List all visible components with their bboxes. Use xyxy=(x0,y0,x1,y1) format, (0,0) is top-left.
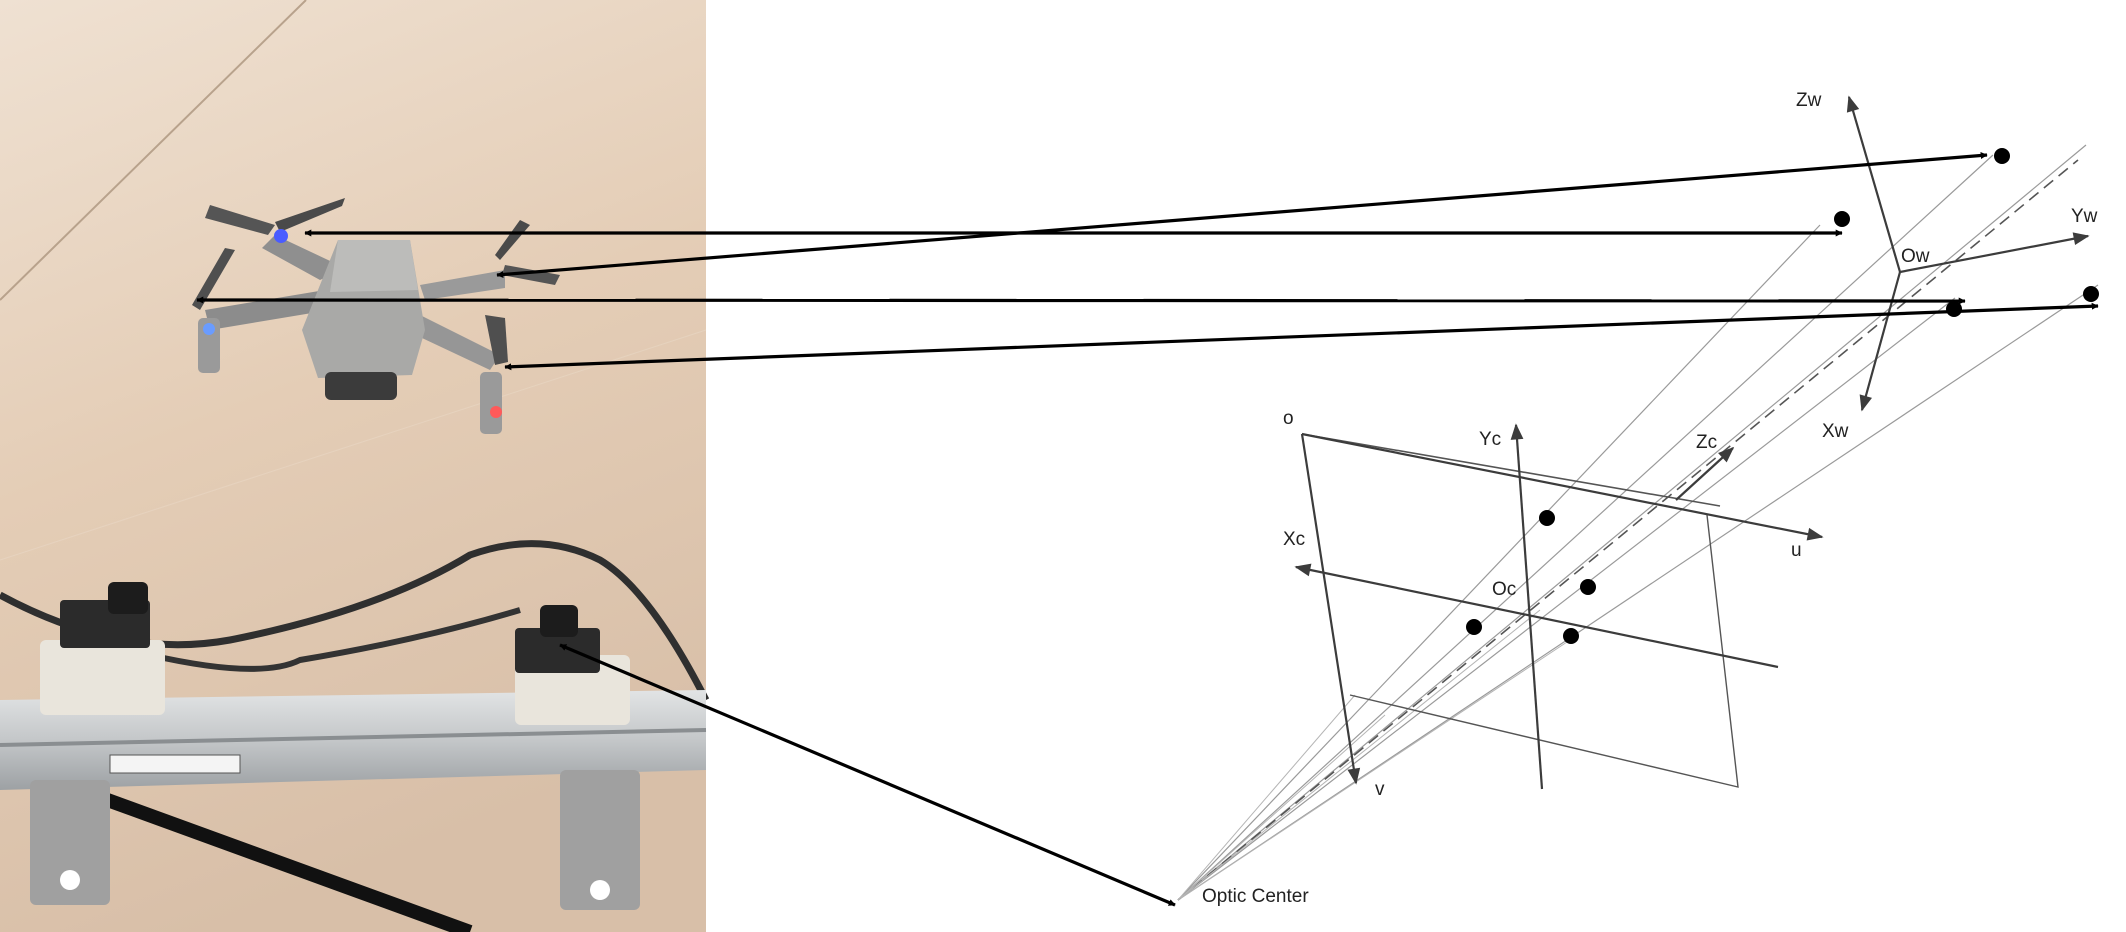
image-point xyxy=(1580,579,1596,595)
drone-leg-rear-right xyxy=(480,372,502,434)
camera-cable xyxy=(149,607,521,672)
label-xc: Xc xyxy=(1283,529,1305,550)
label-u-axis: u xyxy=(1791,540,1802,561)
rig-foot-left xyxy=(30,780,110,905)
propeller-front-left-blade xyxy=(275,198,345,232)
correspondence-arrow xyxy=(496,152,1988,278)
propeller-rear-left-blade xyxy=(192,248,235,310)
rig-foot-hole xyxy=(590,880,610,900)
drone-gimbal xyxy=(325,372,397,400)
drone-led-blue xyxy=(203,323,215,335)
image-plane-edge xyxy=(1349,514,1739,788)
rail-label-sticker xyxy=(109,754,241,774)
xc-axis xyxy=(1294,563,1779,669)
label-v-axis: v xyxy=(1375,779,1385,800)
black-strap xyxy=(77,783,473,932)
drone-arm-front-right xyxy=(420,270,505,300)
label-xw: Xw xyxy=(1822,421,1849,442)
label-optic-center: Optic Center xyxy=(1202,886,1309,907)
world-point xyxy=(1946,301,1962,317)
image-point xyxy=(1563,628,1579,644)
drone-led-red xyxy=(490,406,502,418)
label-ow: Ow xyxy=(1901,246,1930,267)
world-point xyxy=(1834,211,1850,227)
drone xyxy=(192,198,560,434)
label-zw: Zw xyxy=(1796,90,1822,111)
image-point xyxy=(1539,510,1555,526)
diagram-labels: Zw Yw Ow Xw o u v Yc Zc Xc Oc Optic Cent… xyxy=(1202,90,2098,907)
correspondence-arrow xyxy=(196,296,1966,305)
right-camera-lens xyxy=(540,605,578,637)
projection-ray xyxy=(1177,714,1386,901)
projection-diagram xyxy=(196,95,2099,907)
image-plane-top-edge xyxy=(1301,433,1721,507)
table-seam xyxy=(0,0,307,301)
projection-ray xyxy=(1177,639,1571,901)
projection-ray xyxy=(1177,144,2087,901)
image-point xyxy=(1466,619,1482,635)
photo-panel xyxy=(0,0,710,932)
left-camera-mount xyxy=(40,640,165,715)
propeller-rear-right-blade xyxy=(485,315,508,365)
left-camera-lens xyxy=(108,582,148,614)
correspondence-arrow xyxy=(504,302,2099,371)
propeller-front-left-blade xyxy=(205,205,275,235)
v-axis xyxy=(1300,433,1361,785)
label-yc: Yc xyxy=(1479,429,1501,450)
projection-ray xyxy=(1177,154,1994,901)
label-image-origin: o xyxy=(1283,408,1294,429)
drone-arm-front-left xyxy=(262,235,345,280)
zc-axis xyxy=(1675,446,1735,501)
projection-ray xyxy=(1177,694,1356,901)
projection-ray xyxy=(1177,297,1956,901)
correspondence-arrow xyxy=(559,643,1176,907)
drone-body-top xyxy=(330,240,418,292)
zw-axis xyxy=(1846,95,1902,273)
rig-foot-hole xyxy=(60,870,80,890)
world-point xyxy=(2083,286,2099,302)
drone-arm-rear-right xyxy=(405,310,500,370)
label-zc: Zc xyxy=(1696,432,1717,453)
world-point xyxy=(1994,148,2010,164)
optical-axis-dashed xyxy=(1177,159,2079,901)
label-oc: Oc xyxy=(1492,579,1516,600)
u-axis xyxy=(1301,432,1824,541)
yc-axis xyxy=(1510,423,1544,790)
xw-axis xyxy=(1859,271,1902,412)
label-yw: Yw xyxy=(2071,206,2098,227)
drone-leg-rear-left xyxy=(198,318,220,373)
projection-ray xyxy=(1177,284,2099,901)
drone-led-blue xyxy=(274,229,288,243)
projection-ray xyxy=(1177,224,1821,901)
projection-ray xyxy=(1177,609,1541,901)
